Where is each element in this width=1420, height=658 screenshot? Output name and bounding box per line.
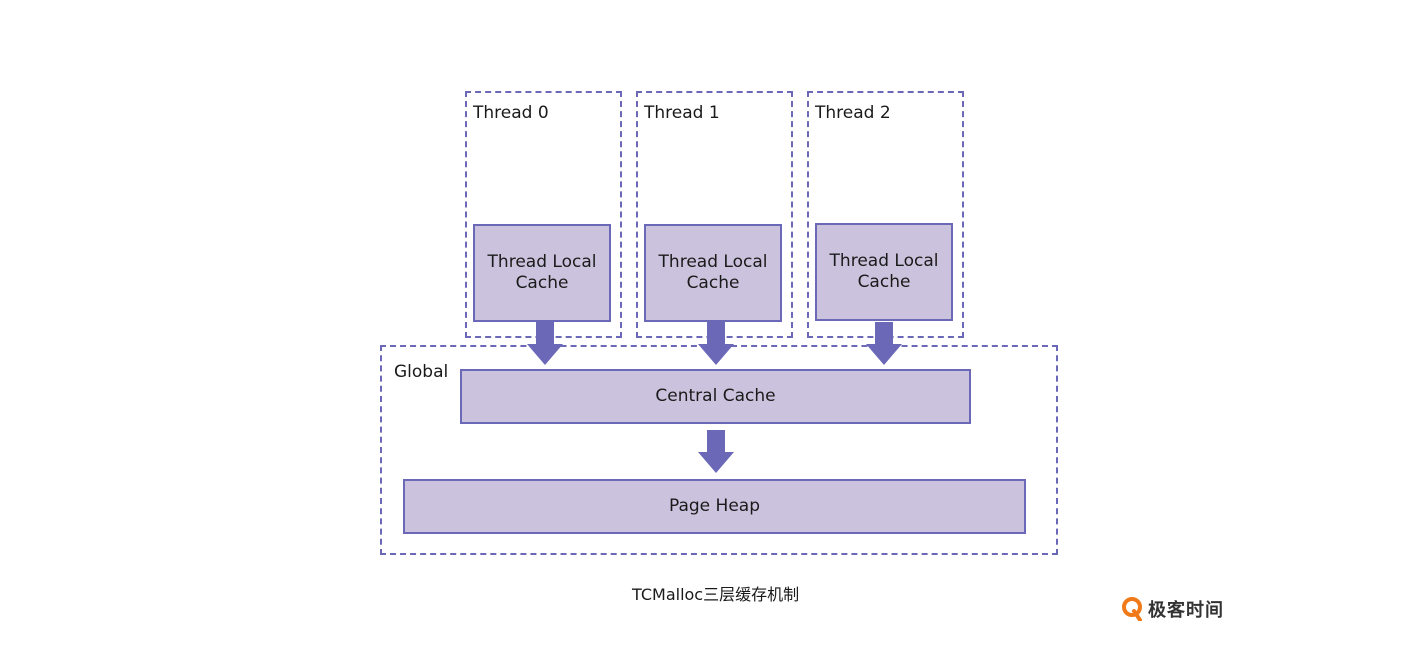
page-heap: Page Heap bbox=[403, 479, 1026, 534]
thread-2-local-cache-label: Thread Local Cache bbox=[829, 251, 939, 292]
geektime-logo-icon bbox=[1122, 597, 1142, 621]
page-heap-label: Page Heap bbox=[668, 496, 760, 516]
thread-1-local-cache: Thread Local Cache bbox=[644, 224, 782, 322]
brand-name: 极客时间 bbox=[1148, 600, 1224, 621]
thread-2-label: Thread 2 bbox=[815, 103, 891, 123]
thread-1-local-cache-label: Thread Local Cache bbox=[658, 252, 768, 293]
central-cache: Central Cache bbox=[460, 369, 971, 424]
diagram-caption: TCMalloc三层缓存机制 bbox=[632, 585, 800, 604]
thread-0-local-cache: Thread Local Cache bbox=[473, 224, 611, 322]
arrow-thread-1-to-central bbox=[698, 322, 734, 365]
arrow-central-to-page-heap bbox=[698, 430, 734, 473]
arrow-thread-0-to-central bbox=[527, 322, 563, 365]
global-label: Global bbox=[394, 362, 449, 382]
thread-0-local-cache-label: Thread Local Cache bbox=[487, 252, 597, 293]
brand-logo: 极客时间 bbox=[1122, 596, 1224, 622]
arrow-thread-2-to-central bbox=[866, 322, 902, 365]
thread-2-local-cache: Thread Local Cache bbox=[815, 223, 953, 321]
thread-0-label: Thread 0 bbox=[473, 103, 549, 123]
thread-1-label: Thread 1 bbox=[644, 103, 720, 123]
central-cache-label: Central Cache bbox=[655, 386, 776, 406]
